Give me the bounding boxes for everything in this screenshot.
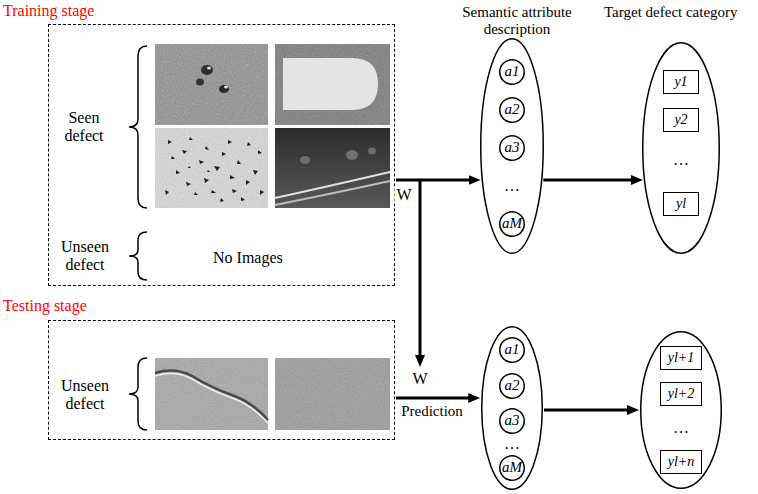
- defect-spot: [201, 65, 213, 75]
- defect-bump: [300, 156, 310, 164]
- flow-arrow: [396, 397, 471, 400]
- testing-stage-box: Testing stageUnseen defect: [48, 320, 395, 440]
- ellipse-outline: [643, 43, 720, 254]
- circle-outline: [500, 338, 525, 363]
- category-ellipse: … y1 y2 yl: [642, 42, 720, 254]
- edge-label: W: [394, 186, 413, 204]
- flow-arrow: [543, 179, 633, 182]
- attribute-ellipse: … a1 a2 a3 aM: [481, 326, 543, 490]
- defect-photo: [275, 128, 390, 208]
- flow-arrow: [396, 179, 472, 182]
- ellipsis-mark: …: [673, 419, 689, 437]
- attribute-circle: a2: [499, 373, 525, 399]
- defect-photo: [275, 44, 390, 125]
- category-box: yl+n: [660, 450, 702, 474]
- attribute-circle: a3: [499, 135, 525, 161]
- defect-spot: [196, 79, 204, 86]
- curly-brace: [129, 46, 147, 208]
- photo-noise: [155, 44, 268, 125]
- defect-bump: [346, 150, 358, 160]
- circle-outline: [500, 409, 525, 434]
- circle-outline: [500, 60, 525, 85]
- category-box: yl: [663, 192, 699, 216]
- defect-photo: [275, 358, 390, 430]
- defect-highlight: [207, 67, 211, 70]
- defect-blob: [283, 58, 378, 110]
- attribute-symbol: a1: [505, 63, 520, 80]
- defect-highlight: [224, 86, 228, 89]
- group-label: Unseen defect: [49, 377, 121, 414]
- attribute-symbol: aM: [502, 215, 522, 232]
- circle-outline: [500, 456, 525, 481]
- attribute-circle: a1: [499, 337, 525, 363]
- attribute-circle: aM: [499, 211, 525, 237]
- defect-spot: [219, 85, 229, 93]
- category-box: yl+2: [660, 382, 702, 406]
- attribute-ellipse: … a1 a2 a3 aM: [480, 38, 544, 254]
- category-ellipse: … yl+1 yl+2 yl+n: [640, 331, 722, 489]
- circle-outline: [500, 374, 525, 399]
- photo-noise: [155, 128, 268, 208]
- column-heading: Semantic attribute description: [455, 4, 579, 39]
- stage-heading: Testing stage: [3, 297, 87, 315]
- column-heading: Target defect category: [604, 4, 738, 21]
- flow-arrow: [544, 409, 630, 412]
- attribute-circle: a2: [499, 97, 525, 123]
- attribute-circle: a1: [499, 59, 525, 85]
- photo-noise: [275, 358, 390, 430]
- defect-photo: [155, 44, 268, 125]
- crack-line: [155, 371, 268, 420]
- note-text: No Images: [213, 249, 283, 267]
- training-stage-box: Training stageSeen defectUnseen defectNo…: [48, 24, 395, 286]
- circle-outline: [500, 212, 525, 237]
- defect-photo: [155, 358, 268, 430]
- transfer-arrow: [419, 181, 422, 358]
- stage-heading: Training stage: [3, 2, 94, 20]
- defect-bump: [368, 148, 376, 155]
- category-symbol: yl+n: [668, 454, 695, 470]
- attribute-symbol: a3: [505, 412, 520, 429]
- curly-brace: [129, 232, 147, 280]
- attribute-symbol: aM: [502, 459, 522, 476]
- category-box: y2: [663, 108, 699, 132]
- category-symbol: y1: [674, 74, 687, 90]
- attribute-symbol: a1: [505, 341, 520, 358]
- attribute-circle: aM: [499, 455, 525, 481]
- group-label: Seen defect: [51, 109, 117, 146]
- category-symbol: yl+2: [668, 386, 695, 402]
- category-symbol: yl: [676, 196, 686, 212]
- attribute-symbol: a2: [505, 101, 520, 118]
- circle-outline: [500, 136, 525, 161]
- category-symbol: y2: [674, 112, 687, 128]
- photo-noise: [275, 44, 390, 125]
- attribute-circle: a3: [499, 408, 525, 434]
- ellipse-outline: [641, 332, 722, 489]
- category-box: y1: [663, 70, 699, 94]
- edge-label: Prediction: [399, 403, 465, 420]
- group-label: Unseen defect: [49, 238, 121, 275]
- category-symbol: yl+1: [668, 350, 695, 366]
- ellipsis-mark: …: [504, 177, 520, 195]
- defect-photo: [155, 128, 268, 208]
- ellipsis-mark: …: [673, 151, 689, 169]
- photo-noise: [155, 358, 268, 430]
- attribute-symbol: a3: [505, 139, 520, 156]
- surface-edge: [275, 181, 390, 205]
- ellipse-outline: [482, 327, 543, 490]
- attribute-symbol: a2: [505, 377, 520, 394]
- ellipse-outline: [481, 39, 544, 254]
- curly-brace: [129, 358, 147, 430]
- crack-highlight: [155, 374, 268, 423]
- matrix-label: W: [412, 370, 427, 388]
- category-box: yl+1: [660, 346, 702, 370]
- defect-speckles: [165, 137, 264, 202]
- circle-outline: [500, 98, 525, 123]
- ellipsis-mark: …: [504, 435, 520, 453]
